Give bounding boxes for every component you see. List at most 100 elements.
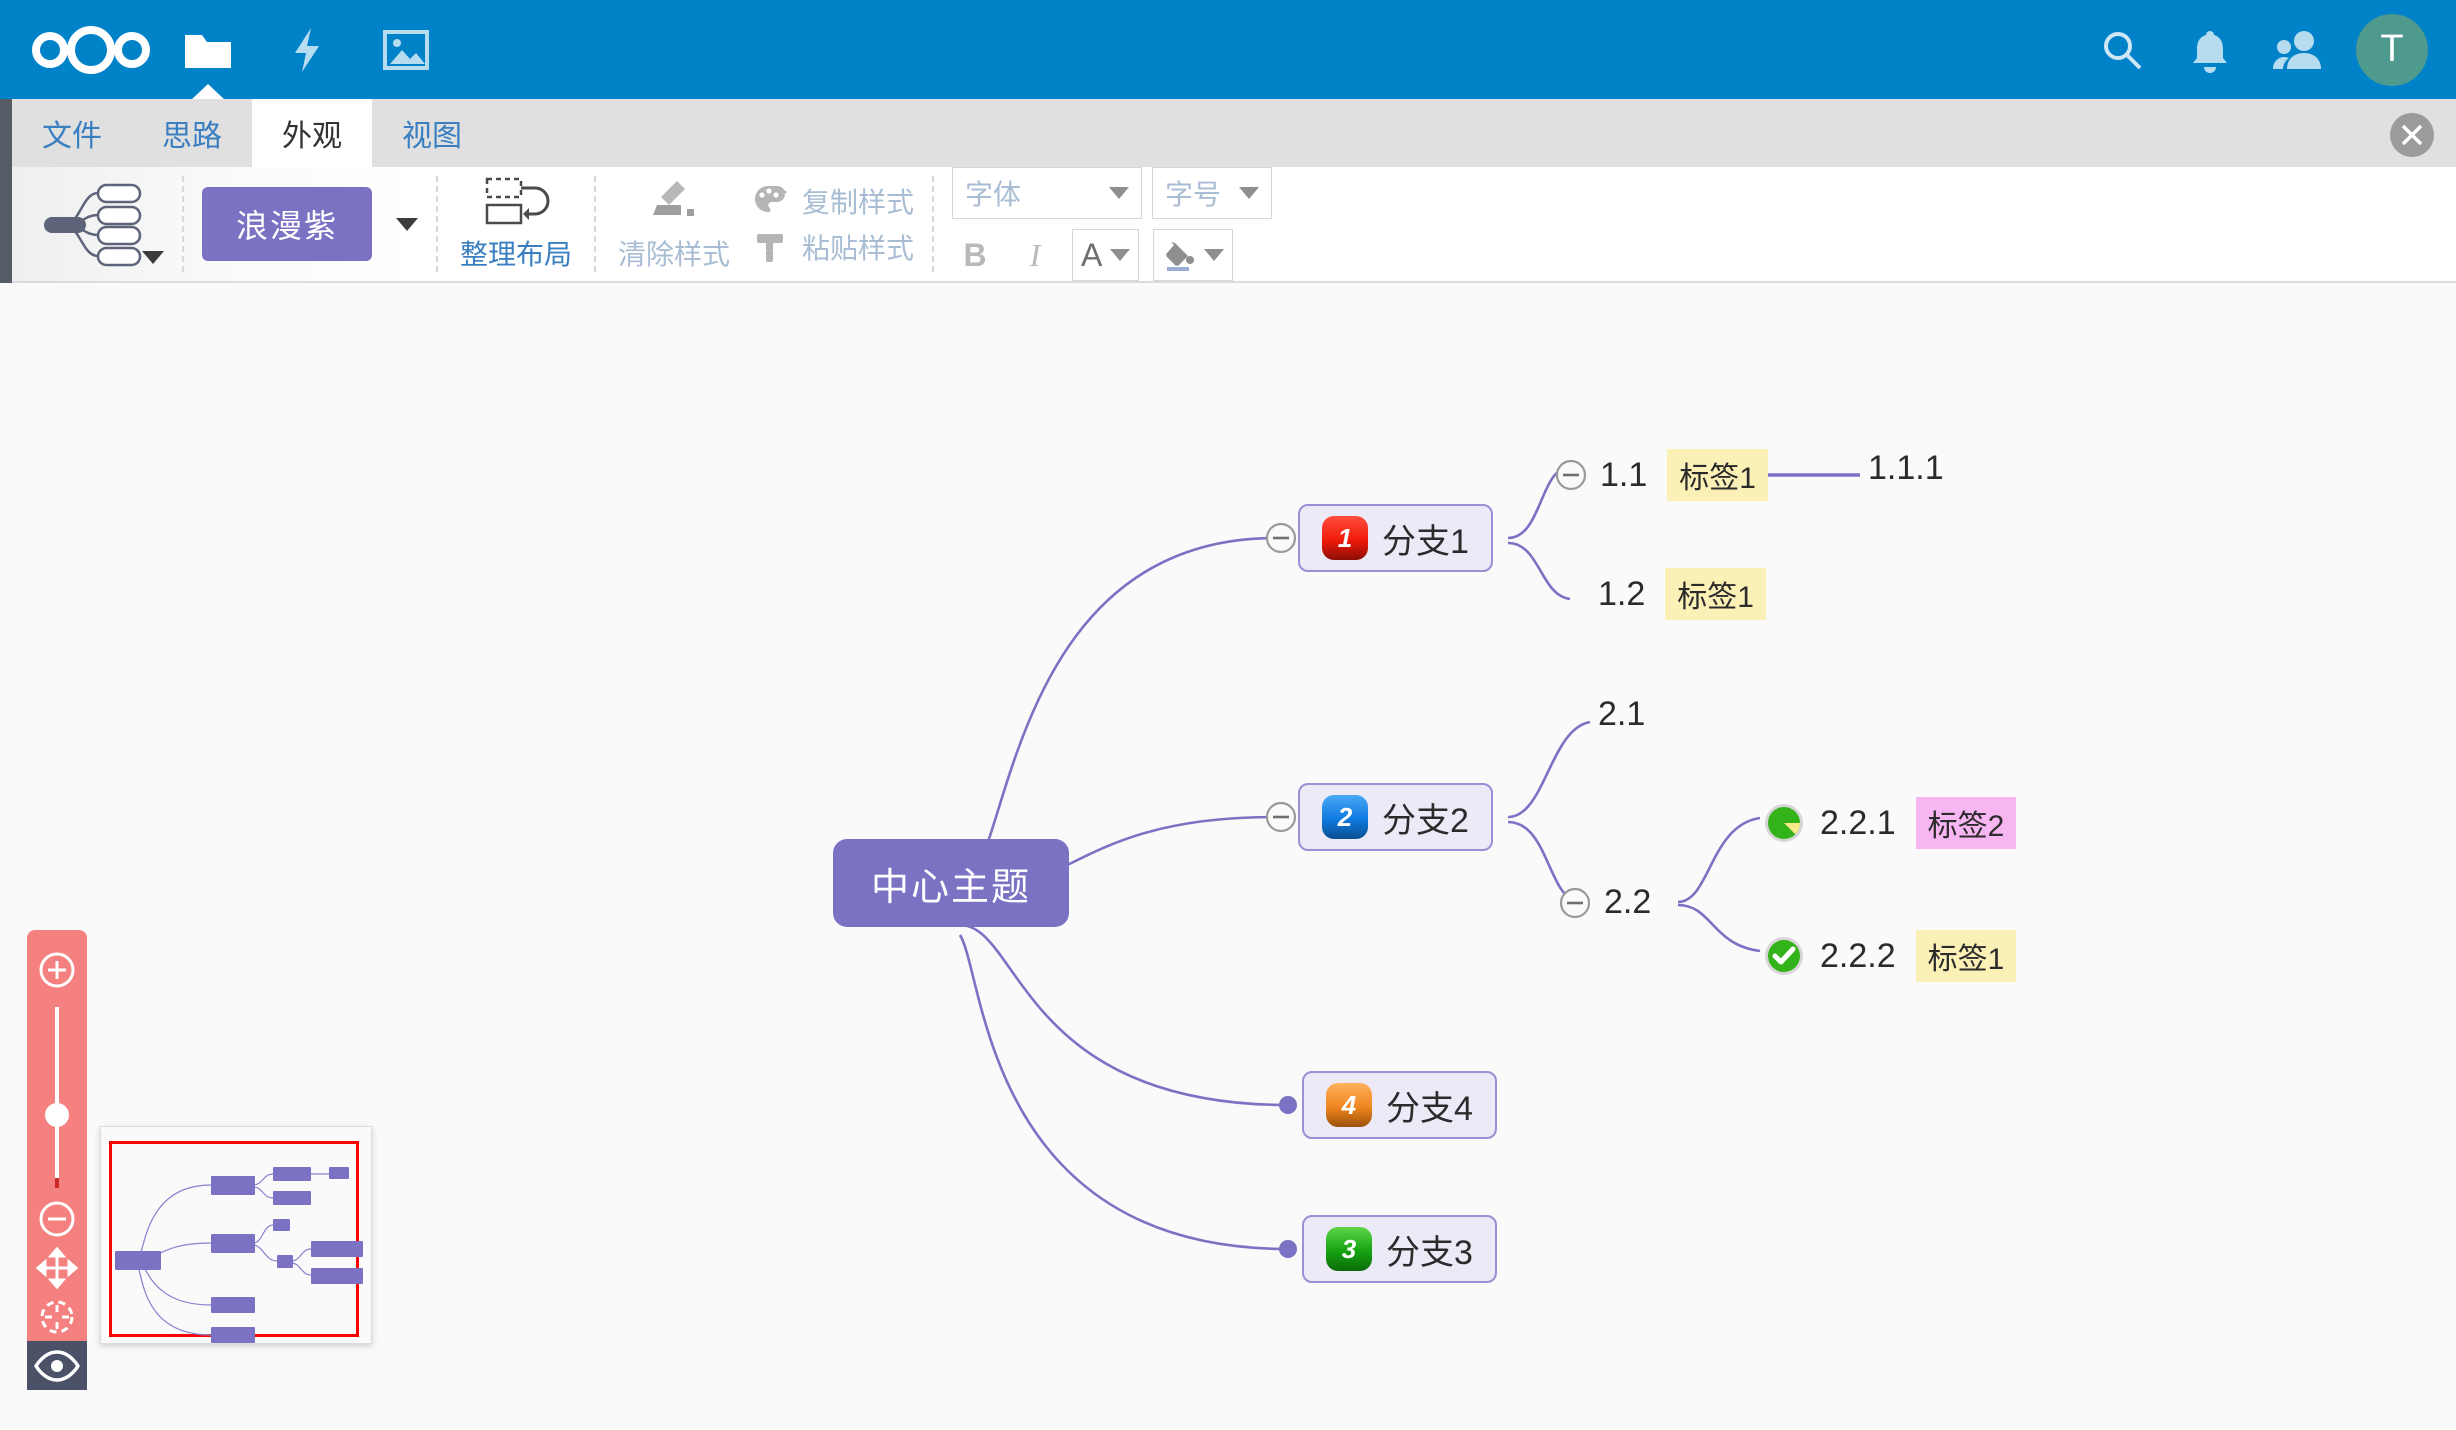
arrange-layout-label: 整理布局 bbox=[460, 239, 573, 270]
branch-node-1-box[interactable]: 1 分支1 bbox=[1298, 504, 1493, 572]
branch-node-2-label: 分支2 bbox=[1382, 801, 1469, 840]
sub-node-2-2-1-tag[interactable]: 标签2 bbox=[1915, 797, 2017, 849]
sub-node-1-1-tag[interactable]: 标签1 bbox=[1667, 449, 1768, 501]
contacts-icon[interactable] bbox=[2254, 0, 2342, 99]
map-structure-icon[interactable] bbox=[36, 179, 148, 269]
sub-node-2-2-1-content[interactable]: 2.2.1 标签2 bbox=[1762, 797, 2017, 849]
zoom-slider-track[interactable] bbox=[45, 1006, 69, 1189]
font-family-select[interactable]: 字体 bbox=[952, 167, 1143, 219]
font-size-value: 字号 bbox=[1165, 179, 1222, 210]
branch-node-3-box[interactable]: 3 分支3 bbox=[1302, 1215, 1497, 1283]
branch-node-4-label: 分支4 bbox=[1386, 1089, 1473, 1128]
ribbon-group-font: 字体 字号 B I A bbox=[934, 166, 1290, 282]
priority-badge-3: 3 bbox=[1326, 1227, 1372, 1271]
bold-button[interactable]: B bbox=[963, 236, 987, 273]
nav-files-icon[interactable] bbox=[158, 0, 257, 99]
zoom-control-panel bbox=[27, 930, 87, 1390]
font-format-buttons: B I A bbox=[952, 229, 1234, 281]
clear-style-button[interactable]: 清除样式 bbox=[614, 175, 734, 273]
theme-button[interactable]: 浪漫紫 bbox=[202, 187, 373, 261]
font-size-caret-icon bbox=[1239, 187, 1260, 199]
branch-node-2[interactable]: 2 分支2 bbox=[1262, 783, 1493, 851]
notifications-bell-icon[interactable] bbox=[2166, 0, 2254, 99]
sub-node-2-1[interactable]: 2.1 bbox=[1598, 695, 1645, 734]
theme-caret-icon[interactable] bbox=[396, 217, 419, 231]
close-icon[interactable] bbox=[2390, 113, 2434, 157]
italic-button[interactable]: I bbox=[1029, 236, 1041, 273]
sub-node-2-1-label: 2.1 bbox=[1598, 695, 1646, 733]
branch4-connector-dot bbox=[1279, 1096, 1297, 1114]
paste-style-button[interactable]: 粘贴样式 bbox=[752, 227, 914, 267]
tab-ideas[interactable]: 思路 bbox=[162, 120, 222, 153]
zoom-in-icon[interactable] bbox=[31, 946, 83, 995]
branch-node-4[interactable]: 4 分支4 bbox=[1302, 1071, 1497, 1139]
copy-style-icon bbox=[755, 186, 788, 212]
sub-node-1-2[interactable]: 1.2 标签1 bbox=[1598, 568, 1766, 620]
sub-node-2-2-2[interactable]: 2.2.2 标签1 bbox=[1762, 930, 2017, 982]
sub-node-1-2-tag[interactable]: 标签1 bbox=[1665, 568, 1766, 620]
tab-view[interactable]: 视图 bbox=[402, 120, 462, 153]
check-circle-icon bbox=[1765, 937, 1803, 975]
search-icon[interactable] bbox=[2078, 0, 2166, 99]
mindmap-canvas[interactable]: 中心主题 1 分支1 1.1 标签1 1.1.1 1.2 标签1 bbox=[0, 285, 2456, 1430]
move-icon[interactable] bbox=[31, 1243, 83, 1292]
collapse-toggle-branch1-icon[interactable] bbox=[1262, 519, 1300, 557]
header-nav bbox=[0, 0, 455, 99]
sub-node-1-1-1-label: 1.1.1 bbox=[1868, 449, 1944, 487]
user-avatar[interactable]: T bbox=[2356, 13, 2428, 86]
font-size-select[interactable]: 字号 bbox=[1152, 167, 1273, 219]
text-color-button[interactable]: A bbox=[1072, 229, 1140, 281]
tab-files[interactable]: 文件 bbox=[42, 120, 102, 153]
ribbon-group-structure bbox=[0, 166, 182, 282]
branch-node-4-box[interactable]: 4 分支4 bbox=[1302, 1071, 1497, 1139]
arrange-layout-icon bbox=[485, 177, 550, 225]
style-copy-paste-group: 复制样式 粘贴样式 bbox=[752, 181, 914, 267]
ribbon-group-theme: 浪漫紫 bbox=[184, 166, 436, 282]
clear-style-icon bbox=[653, 181, 695, 216]
sub-node-2-2-2-label: 2.2.2 bbox=[1820, 936, 1896, 975]
text-color-caret-icon bbox=[1110, 249, 1131, 261]
zoom-out-icon[interactable] bbox=[31, 1194, 83, 1243]
progress-75-icon bbox=[1765, 804, 1803, 842]
collapse-toggle-2-2-icon[interactable] bbox=[1556, 884, 1594, 922]
minimap[interactable] bbox=[100, 1126, 372, 1344]
sub-node-1-1[interactable]: 1.1 标签1 bbox=[1552, 449, 1768, 501]
collapse-toggle-1-1-icon[interactable] bbox=[1552, 456, 1590, 494]
sub-node-2-2-2-tag[interactable]: 标签1 bbox=[1915, 930, 2017, 982]
paste-style-icon bbox=[757, 234, 784, 262]
copy-style-button[interactable]: 复制样式 bbox=[752, 181, 914, 221]
map-structure-caret-icon[interactable] bbox=[142, 251, 164, 264]
nav-activity-icon[interactable] bbox=[257, 0, 356, 99]
branch-node-1[interactable]: 1 分支1 bbox=[1262, 504, 1493, 572]
zoom-slider-handle[interactable] bbox=[45, 1102, 69, 1127]
minimap-preview bbox=[115, 1167, 363, 1343]
font-family-caret-icon bbox=[1109, 187, 1130, 199]
collapse-toggle-branch2-icon[interactable] bbox=[1262, 798, 1300, 836]
tab-appearance[interactable]: 外观 bbox=[252, 99, 372, 167]
fill-color-button[interactable] bbox=[1153, 229, 1234, 281]
ribbon-group-layout: 整理布局 bbox=[438, 166, 594, 282]
app-header: T bbox=[0, 0, 2456, 99]
nextcloud-logo-icon[interactable] bbox=[28, 20, 158, 80]
branch-node-2-box[interactable]: 2 分支2 bbox=[1298, 783, 1493, 851]
branch-node-3[interactable]: 3 分支3 bbox=[1302, 1215, 1497, 1283]
ribbon-tabbar: 文件 思路 外观 视图 bbox=[0, 99, 2456, 167]
root-node-box[interactable]: 中心主题 bbox=[833, 839, 1070, 927]
header-actions: T bbox=[2078, 0, 2456, 99]
sub-node-2-2[interactable]: 2.2 bbox=[1556, 883, 1651, 922]
ribbon-group-style: 清除样式 复制样式 粘贴样式 bbox=[596, 166, 932, 282]
ribbon-divider-2 bbox=[436, 176, 439, 272]
eye-icon[interactable] bbox=[27, 1341, 87, 1390]
clear-style-label: 清除样式 bbox=[618, 239, 731, 270]
priority-badge-1: 1 bbox=[1322, 516, 1368, 560]
root-node-label: 中心主题 bbox=[871, 866, 1032, 909]
nav-photos-icon[interactable] bbox=[356, 0, 455, 99]
arrange-layout-button[interactable]: 整理布局 bbox=[456, 175, 576, 273]
branch-node-1-label: 分支1 bbox=[1382, 522, 1469, 561]
root-node[interactable]: 中心主题 bbox=[833, 839, 1070, 927]
font-family-value: 字体 bbox=[965, 179, 1022, 210]
sub-node-1-1-1[interactable]: 1.1.1 bbox=[1868, 449, 1944, 488]
center-target-icon[interactable] bbox=[31, 1292, 83, 1341]
text-color-label: A bbox=[1081, 236, 1103, 273]
paste-style-label: 粘贴样式 bbox=[802, 233, 915, 264]
